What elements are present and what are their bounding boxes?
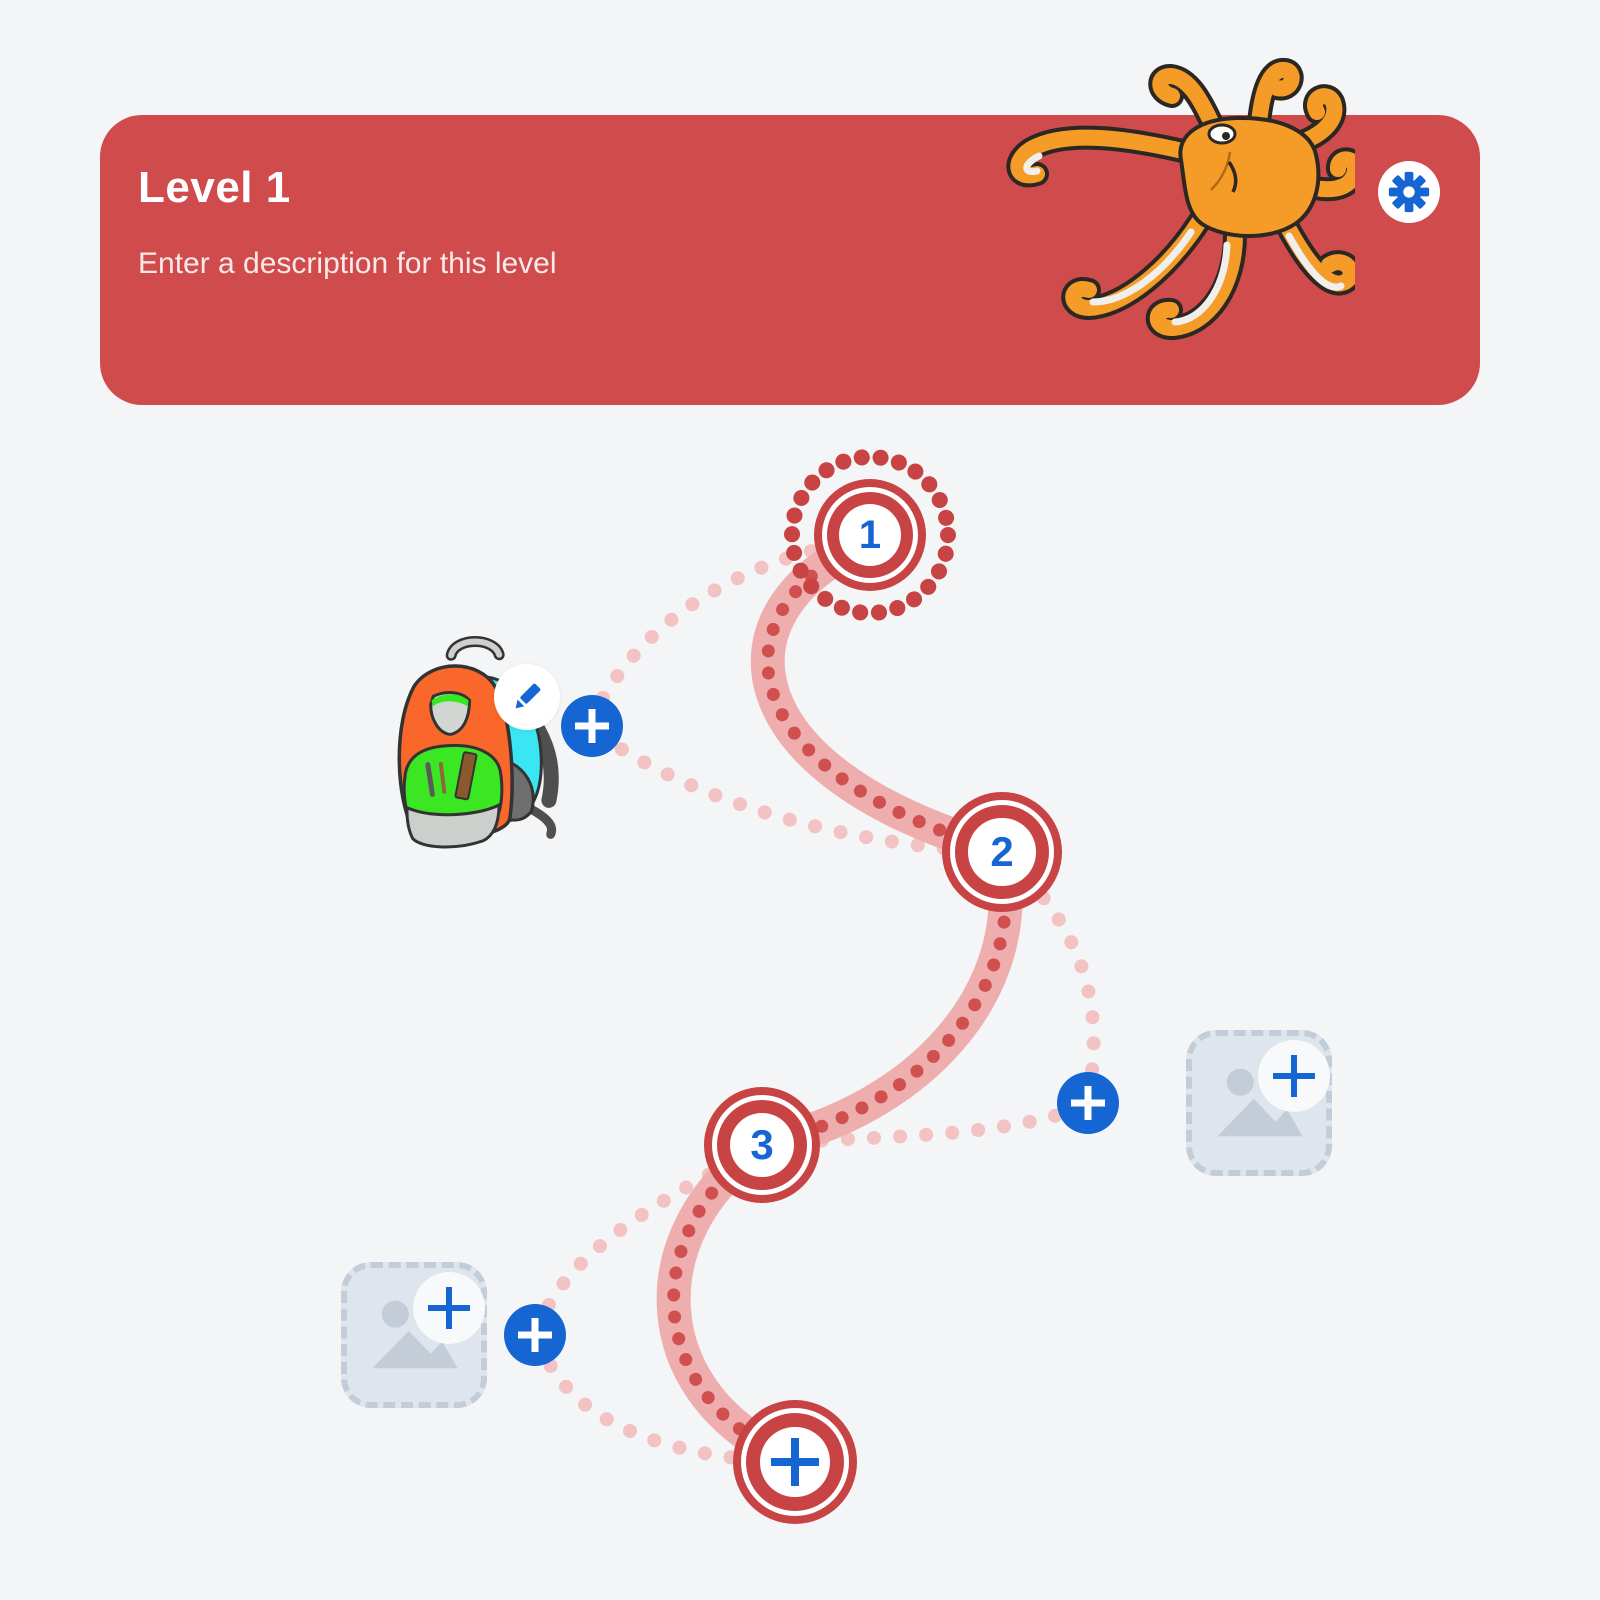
map-node-1[interactable]: 1 [814, 479, 926, 591]
image-icon [1217, 1068, 1303, 1137]
add-media-button-left[interactable] [413, 1272, 485, 1344]
alt-path-plus-node4 [533, 1335, 795, 1469]
node-label: 2 [968, 818, 1036, 886]
add-step-button-1[interactable] [561, 695, 623, 757]
alt-path-node3-plus [531, 1143, 762, 1335]
image-icon [372, 1300, 458, 1369]
settings-button[interactable] [1378, 161, 1440, 223]
pencil-icon [515, 683, 541, 709]
octopus-illustration [1006, 58, 1355, 340]
main-path-dots-3 [667, 1141, 800, 1467]
media-placeholder-tile-right[interactable] [1186, 1030, 1332, 1176]
backpack-image[interactable] [352, 626, 604, 868]
node-label: 1 [838, 503, 902, 567]
plus-icon [760, 1427, 830, 1497]
add-step-button-3[interactable] [504, 1304, 566, 1366]
level-description-placeholder[interactable]: Enter a description for this level [138, 247, 557, 280]
alt-path-node2-plus [1001, 853, 1101, 1103]
alt-path-plus-node3 [763, 1101, 1087, 1151]
add-node-button[interactable] [733, 1400, 857, 1524]
node-label: 3 [729, 1112, 795, 1178]
gear-icon [1388, 171, 1430, 213]
map-node-3[interactable]: 3 [704, 1087, 820, 1203]
map-node-2[interactable]: 2 [942, 792, 1062, 912]
add-media-button-right[interactable] [1258, 1040, 1330, 1112]
main-path-dots-2 [759, 849, 1013, 1150]
media-placeholder-tile-left[interactable] [341, 1262, 487, 1408]
add-step-button-2[interactable] [1057, 1072, 1119, 1134]
node1-dotted-ring [784, 449, 956, 621]
main-path-dots-1 [761, 535, 1007, 857]
edit-item-button[interactable] [494, 664, 560, 730]
alt-path-backpack-node2 [593, 728, 1002, 859]
level-title: Level 1 [138, 163, 291, 212]
